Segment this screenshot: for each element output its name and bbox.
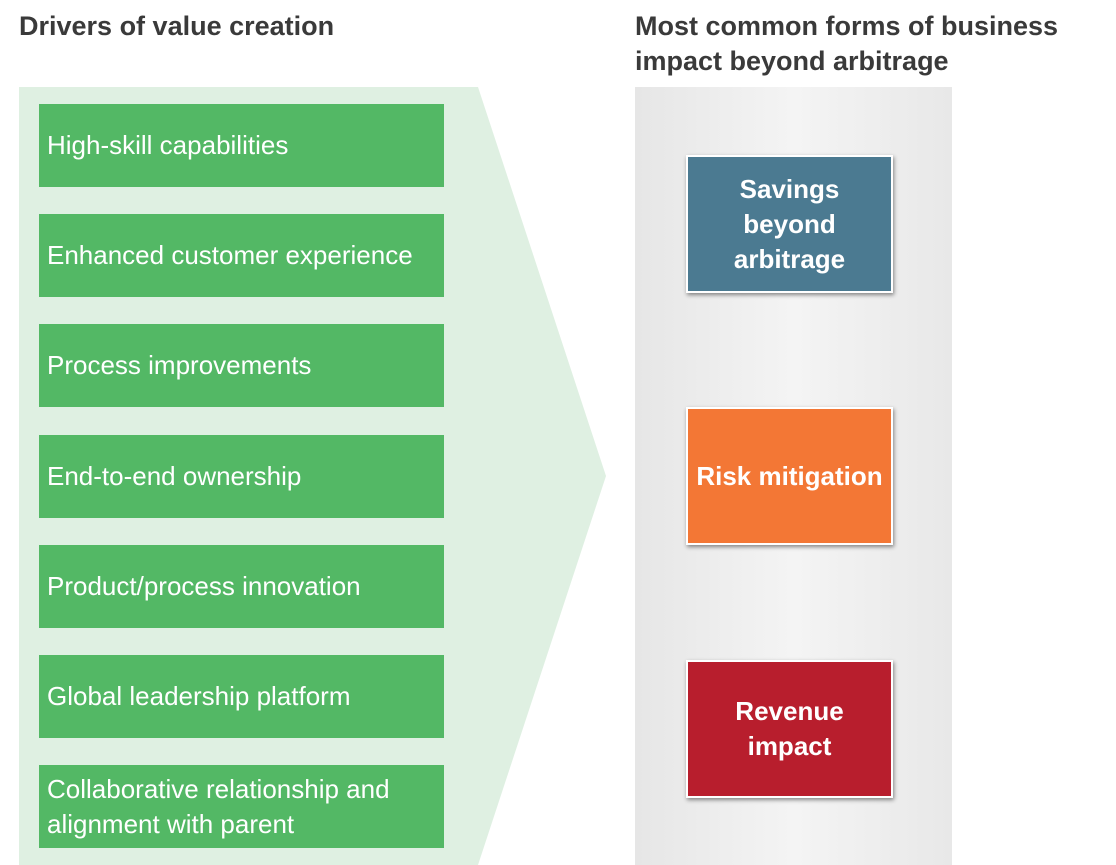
driver-box-enhanced-customer-experience: Enhanced customer experience	[39, 214, 444, 297]
impact-box-revenue: Revenue impact	[686, 660, 893, 798]
impact-label: Savings beyond arbitrage	[733, 173, 846, 274]
driver-box-process-improvements: Process improvements	[39, 324, 444, 407]
driver-box-high-skill-capabilities: High-skill capabilities	[39, 104, 444, 187]
driver-label: Product/process innovation	[47, 571, 361, 601]
driver-label: Enhanced customer experience	[47, 240, 413, 270]
impact-label: Revenue impact	[735, 696, 844, 761]
driver-label: Global leadership platform	[47, 681, 351, 711]
driver-box-product-process-innovation: Product/process innovation	[39, 545, 444, 628]
driver-label: High-skill capabilities	[47, 130, 289, 160]
drivers-heading: Drivers of value creation	[19, 11, 335, 41]
impact-heading: Most common forms of business impact bey…	[635, 11, 1059, 76]
driver-label: End-to-end ownership	[47, 461, 302, 491]
driver-box-collaborative-relationship: Collaborative relationship and alignment…	[39, 765, 444, 848]
impact-box-risk: Risk mitigation	[686, 407, 893, 545]
driver-label: Collaborative relationship and alignment…	[47, 773, 390, 839]
impact-label: Risk mitigation	[696, 460, 883, 491]
driver-box-global-leadership-platform: Global leadership platform	[39, 655, 444, 738]
driver-box-end-to-end-ownership: End-to-end ownership	[39, 435, 444, 518]
driver-label: Process improvements	[47, 350, 312, 380]
impact-box-savings: Savings beyond arbitrage	[686, 155, 893, 293]
